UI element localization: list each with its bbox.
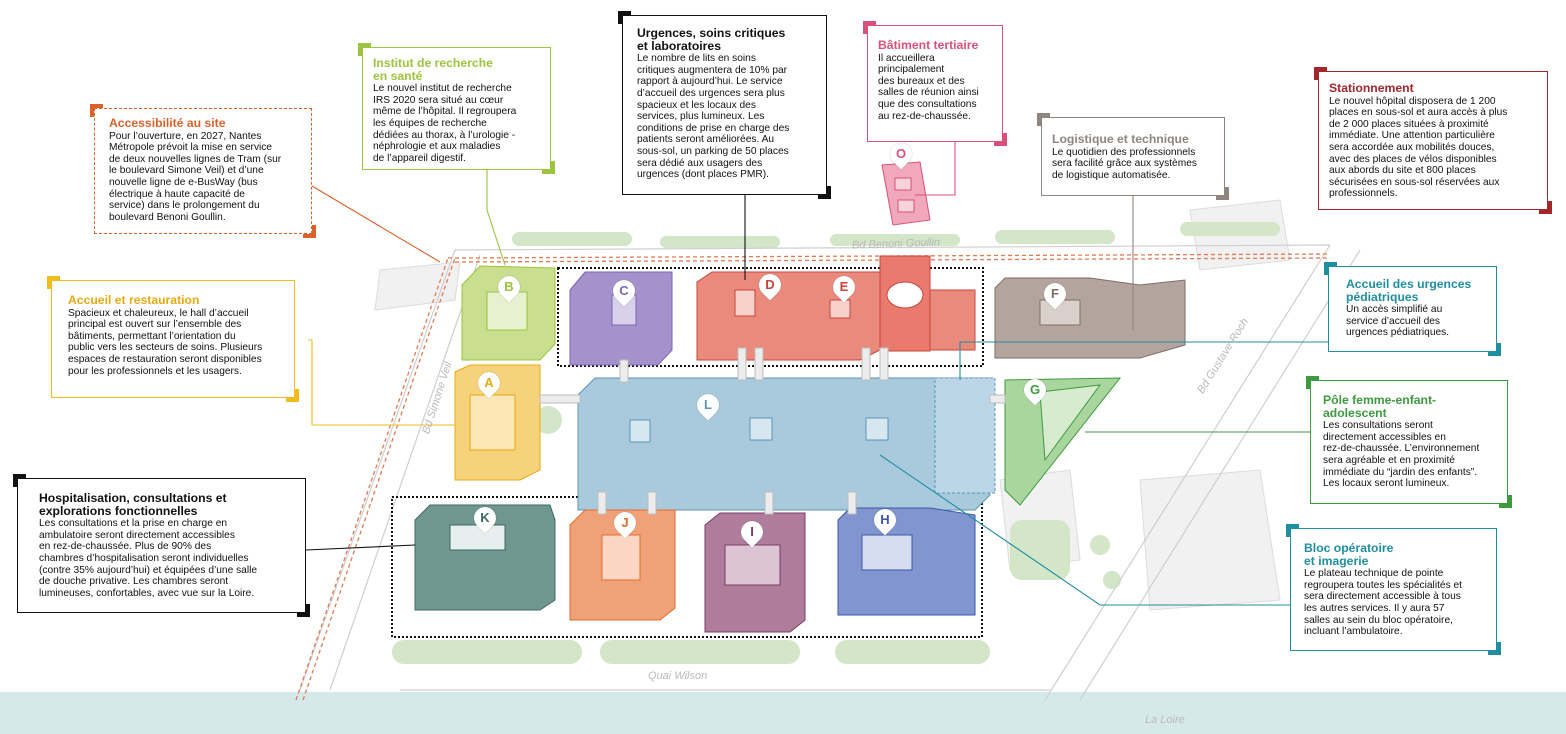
callout-accueil: Accueil et restauration Spacieux et chal…	[47, 276, 299, 402]
callout-title: Institut de recherche en santé	[373, 56, 493, 83]
pin-g: G	[1019, 374, 1051, 406]
building-d-e	[696, 255, 976, 361]
callout-title: Accueil et restauration	[68, 293, 200, 307]
building-l	[577, 377, 996, 511]
pin-b: B	[493, 271, 525, 303]
roads	[299, 244, 1361, 701]
callout-title: Urgences, soins critiques et laboratoire…	[637, 26, 786, 53]
street-quai-wilson: Quai Wilson	[648, 670, 708, 682]
callout-title: Logistique et technique	[1052, 132, 1189, 146]
pin-i: I	[736, 516, 768, 548]
pin-a: A	[473, 367, 505, 399]
callout-title: Pôle femme-enfant- adolescent	[1323, 393, 1437, 420]
pin-c: C	[608, 275, 640, 307]
pin-e: E	[828, 271, 860, 303]
callout-title: Bâtiment tertiaire	[878, 38, 979, 52]
building-f	[994, 277, 1186, 359]
callout-title: Hospitalisation, consultations et explor…	[39, 491, 227, 518]
callout-bloc: Bloc opératoire et imagerie Le plateau t…	[1286, 524, 1501, 655]
building-a	[454, 364, 541, 481]
river-label-loire: La Loire	[1145, 714, 1185, 726]
callout-text: Le quotidien des professionnels sera fac…	[1052, 146, 1197, 181]
pin-o: O	[885, 138, 917, 170]
callout-text: Les consultations seront directement acc…	[1323, 420, 1480, 490]
cluster-outlines	[391, 267, 984, 638]
callout-text: Un accès simplifié au service d’accueil …	[1346, 304, 1450, 339]
callout-accessibilite: Accessibilité au site Pour l’ouverture, …	[90, 104, 316, 238]
callout-text: Le nouvel institut de recherche IRS 2020…	[373, 83, 517, 164]
river-loire	[0, 692, 1566, 734]
leader-lines	[305, 120, 1328, 606]
pin-f: F	[1039, 278, 1071, 310]
building-h	[837, 507, 976, 616]
callout-text: Il accueillera principalement des bureau…	[878, 52, 979, 122]
building-j	[569, 509, 676, 621]
pin-j: J	[609, 507, 641, 539]
pin-k: K	[469, 502, 501, 534]
callout-text: Les consultations et la prise en charge …	[39, 518, 258, 599]
callout-title: Stationnement	[1329, 81, 1414, 95]
pin-l: L	[692, 389, 724, 421]
callout-institut: Institut de recherche en santé Le nouvel…	[358, 43, 555, 174]
building-k	[414, 504, 556, 611]
callout-femme-enfant: Pôle femme-enfant- adolescent Les consul…	[1306, 376, 1512, 508]
callout-title: Accueil des urgences pédiatriques	[1346, 277, 1472, 304]
callout-urgences: Urgences, soins critiques et laboratoire…	[618, 11, 831, 199]
callout-tertiaire: Bâtiment tertiaire Il accueillera princi…	[863, 21, 1007, 146]
callout-text: Pour l’ouverture, en 2027, Nantes Métrop…	[109, 130, 282, 223]
callout-text: Le nombre de lits en soins critiques aug…	[637, 53, 790, 181]
trees	[392, 222, 1280, 664]
callout-title: Accessibilité au site	[109, 116, 226, 130]
callout-logistique: Logistique et technique Le quotidien des…	[1037, 113, 1229, 200]
callout-text: Spacieux et chaleureux, le hall d’accuei…	[68, 307, 263, 377]
pin-d: D	[754, 269, 786, 301]
callout-stationnement: Stationnement Le nouvel hôpital disposer…	[1314, 67, 1552, 214]
building-connectors	[539, 347, 1006, 515]
building-i	[704, 512, 806, 633]
callout-text: Le nouvel hôpital disposera de 1 200 pla…	[1329, 95, 1508, 200]
callout-pediatriques: Accueil des urgences pédiatriques Un acc…	[1324, 262, 1501, 356]
building-g	[1004, 377, 1122, 506]
callout-title: Bloc opératoire et imagerie	[1304, 541, 1394, 568]
pin-h: H	[869, 504, 901, 536]
building-b	[461, 265, 556, 361]
callout-hospitalisation: Hospitalisation, consultations et explor…	[13, 474, 310, 617]
building-o	[881, 161, 931, 226]
callout-text: Le plateau technique de pointe regrouper…	[1304, 568, 1462, 638]
